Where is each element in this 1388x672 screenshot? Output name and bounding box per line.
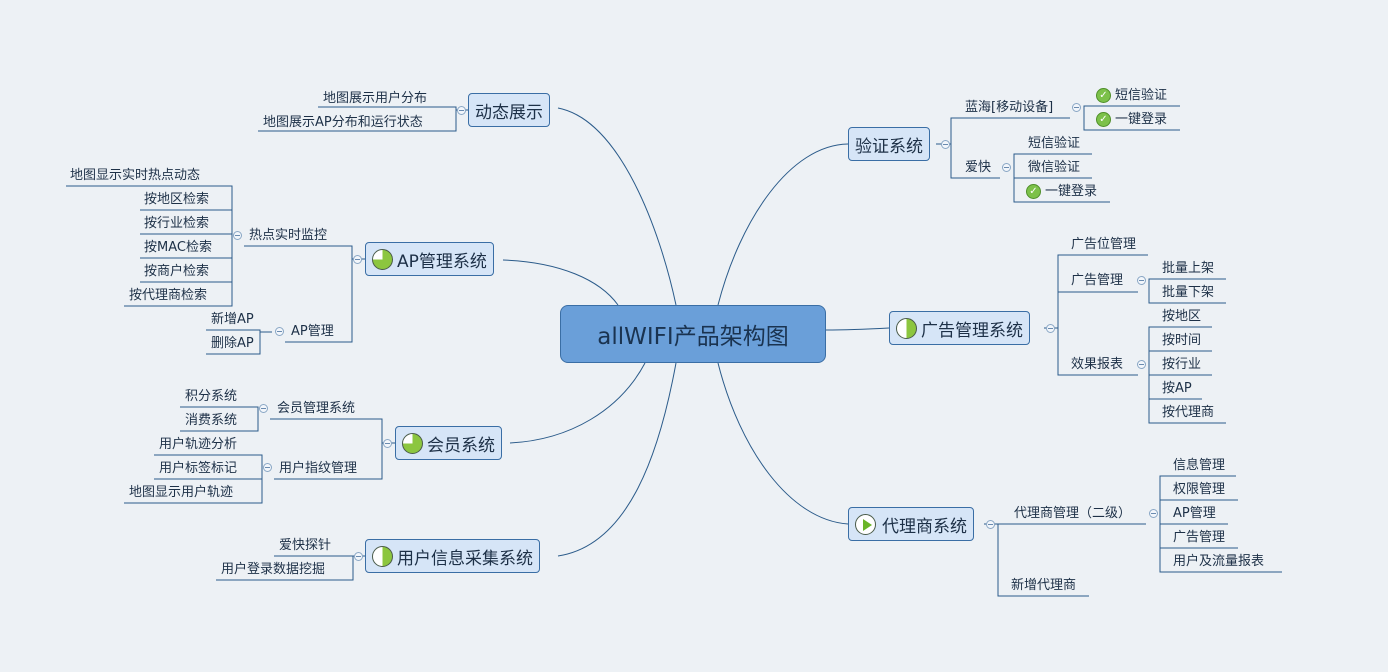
leaf-lanhai-onekey[interactable]: ✓ 一键登录 (1096, 110, 1167, 130)
checkmark-icon: ✓ (1026, 184, 1041, 199)
leaf-track-map[interactable]: 地图显示用户轨迹 (129, 485, 234, 500)
leaf-add-ap[interactable]: 新增AP (211, 312, 254, 327)
collapse-toggle-icon[interactable] (1149, 509, 1158, 518)
root-topic[interactable]: allWIFI产品架构图 (560, 305, 826, 363)
topic-user-collection[interactable]: 用户信息采集系统 (365, 539, 540, 573)
collapse-toggle-icon[interactable] (259, 404, 268, 413)
leaf-search-agent[interactable]: 按代理商检索 (129, 288, 208, 303)
subtopic-agent-mgmt[interactable]: 代理商管理（二级） (1014, 506, 1132, 521)
leaf-batch-off[interactable]: 批量下架 (1162, 285, 1215, 300)
link-root-ap (502, 259, 619, 306)
collapse-toggle-icon[interactable] (354, 552, 363, 561)
link-root-verify (717, 143, 849, 306)
leaf-search-industry[interactable]: 按行业检索 (144, 216, 210, 231)
leaf-by-time[interactable]: 按时间 (1162, 333, 1202, 348)
leaf-aikuai-sms[interactable]: 短信验证 (1028, 136, 1081, 151)
subtopic-membership[interactable]: 会员管理系统 (277, 401, 356, 416)
subtopic-ad-position[interactable]: 广告位管理 (1071, 237, 1137, 252)
topic-ad-management[interactable]: 广告管理系统 (889, 311, 1030, 345)
leaf-by-ap[interactable]: 按AP (1162, 381, 1192, 396)
leaf-track-analysis[interactable]: 用户轨迹分析 (159, 437, 238, 452)
link-root-dynamic (557, 107, 677, 306)
play-icon (855, 513, 876, 535)
topic-member-system[interactable]: 会员系统 (395, 426, 502, 460)
leaf-user-distribution[interactable]: 地图展示用户分布 (323, 91, 428, 106)
leaf-traffic-report[interactable]: 用户及流量报表 (1173, 554, 1265, 569)
topic-agent-system[interactable]: 代理商系统 (848, 507, 974, 541)
leaf-ap-mgmt[interactable]: AP管理 (1173, 506, 1216, 521)
leaf-search-mac[interactable]: 按MAC检索 (144, 240, 212, 255)
leaf-hotspot-map[interactable]: 地图显示实时热点动态 (70, 168, 201, 183)
collapse-toggle-icon[interactable] (941, 140, 950, 149)
progress-half-icon (896, 317, 917, 339)
topic-label: 用户信息采集系统 (397, 548, 533, 569)
collapse-toggle-icon[interactable] (1072, 103, 1081, 112)
leaf-ad-mgmt[interactable]: 广告管理 (1173, 530, 1226, 545)
leaf-by-region[interactable]: 按地区 (1162, 309, 1202, 324)
subtopic-report[interactable]: 效果报表 (1071, 357, 1124, 372)
subtopic-aikuai[interactable]: 爱快 (965, 160, 992, 175)
subtopic-lanhai[interactable]: 蓝海[移动设备] (965, 100, 1054, 115)
link-root-member (509, 362, 646, 444)
progress-pie-icon (372, 248, 393, 270)
leaf-tag-marking[interactable]: 用户标签标记 (159, 461, 238, 476)
subtopic-fingerprint[interactable]: 用户指纹管理 (279, 461, 358, 476)
collapse-toggle-icon[interactable] (233, 231, 242, 240)
collapse-toggle-icon[interactable] (383, 439, 392, 448)
subtopic-hotspot-monitor[interactable]: 热点实时监控 (249, 228, 328, 243)
topic-verification[interactable]: 验证系统 (848, 127, 930, 161)
link-root-ads (825, 327, 890, 331)
leaf-label: 短信验证 (1115, 88, 1168, 103)
collapse-toggle-icon[interactable] (457, 106, 466, 115)
leaf-aikuai-wechat[interactable]: 微信验证 (1028, 160, 1081, 175)
leaf-search-region[interactable]: 按地区检索 (144, 192, 210, 207)
leaf-aikuai-onekey[interactable]: ✓ 一键登录 (1026, 182, 1097, 202)
link-root-collect (557, 362, 677, 557)
leaf-batch-on[interactable]: 批量上架 (1162, 261, 1215, 276)
subtopic-ad-mgmt[interactable]: 广告管理 (1071, 273, 1124, 288)
topic-label: AP管理系统 (397, 251, 487, 272)
collapse-toggle-icon[interactable] (1046, 324, 1055, 333)
topic-label: 会员系统 (427, 435, 495, 456)
topic-label: 动态展示 (475, 102, 543, 123)
topic-ap-management[interactable]: AP管理系统 (365, 242, 494, 276)
leaf-by-industry[interactable]: 按行业 (1162, 357, 1202, 372)
progress-half-icon (372, 545, 393, 567)
leaf-label: 一键登录 (1045, 184, 1098, 199)
topic-label: 代理商系统 (882, 516, 967, 537)
collapse-toggle-icon[interactable] (1137, 276, 1146, 285)
collapse-toggle-icon[interactable] (986, 520, 995, 529)
topic-label: 验证系统 (855, 136, 923, 157)
leaf-label: 一键登录 (1115, 112, 1168, 127)
checkmark-icon: ✓ (1096, 112, 1111, 127)
leaf-permission-mgmt[interactable]: 权限管理 (1173, 482, 1226, 497)
leaf-search-merchant[interactable]: 按商户检索 (144, 264, 210, 279)
link-root-agent (717, 362, 849, 525)
topic-dynamic-display[interactable]: 动态展示 (468, 93, 550, 127)
leaf-delete-ap[interactable]: 删除AP (211, 336, 254, 351)
subtopic-new-agent[interactable]: 新增代理商 (1011, 578, 1077, 593)
collapse-toggle-icon[interactable] (275, 327, 284, 336)
leaf-probe[interactable]: 爱快探针 (279, 538, 332, 553)
leaf-by-agent[interactable]: 按代理商 (1162, 405, 1215, 420)
checkmark-icon: ✓ (1096, 88, 1111, 103)
leaf-consumption[interactable]: 消费系统 (185, 413, 238, 428)
leaf-info-mgmt[interactable]: 信息管理 (1173, 458, 1226, 473)
leaf-lanhai-sms[interactable]: ✓ 短信验证 (1096, 86, 1167, 106)
subtopic-ap-mgmt[interactable]: AP管理 (291, 324, 334, 339)
collapse-toggle-icon[interactable] (1002, 163, 1011, 172)
topic-label: 广告管理系统 (921, 320, 1023, 341)
leaf-login-mining[interactable]: 用户登录数据挖掘 (221, 562, 326, 577)
leaf-points[interactable]: 积分系统 (185, 389, 238, 404)
progress-pie-icon (402, 432, 423, 454)
leaf-ap-distribution[interactable]: 地图展示AP分布和运行状态 (263, 115, 423, 130)
collapse-toggle-icon[interactable] (263, 463, 272, 472)
collapse-toggle-icon[interactable] (353, 255, 362, 264)
collapse-toggle-icon[interactable] (1137, 360, 1146, 369)
